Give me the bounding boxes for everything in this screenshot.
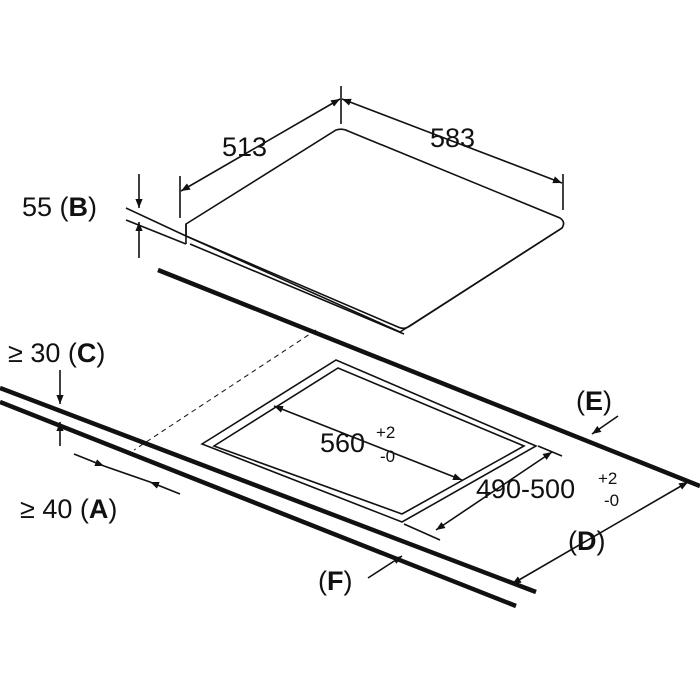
- worktop-hidden-edge: [133, 329, 317, 451]
- e-letter: E: [585, 386, 603, 416]
- dimension-e: (E): [576, 386, 619, 435]
- dimension-f: (F): [318, 555, 403, 596]
- dimension-width: 583: [341, 98, 564, 210]
- a-label: ≥ 40 (A): [20, 494, 117, 524]
- cutout-inner: [212, 367, 526, 515]
- cutout-width-tol-plus: +2: [376, 423, 395, 442]
- worktop: [0, 267, 700, 609]
- hob-top-surface: [185, 128, 565, 330]
- width-value: 583: [430, 123, 475, 153]
- depth-value: 513: [222, 132, 267, 162]
- dimension-a: ≥ 40 (A): [20, 453, 181, 524]
- height-letter: B: [69, 192, 89, 222]
- dimension-c: ≥ 30 (C): [8, 338, 105, 446]
- dimension-depth: 513: [179, 86, 342, 218]
- c-label: ≥ 30 (C): [8, 338, 105, 368]
- worktop-front-edge-bottom: [0, 399, 517, 609]
- cutout-width-tol-minus: -0: [380, 447, 395, 466]
- hob: [185, 128, 565, 335]
- f-letter: F: [327, 566, 344, 596]
- worktop-front-edge-top: [0, 385, 537, 595]
- cutout-depth-value: 490-500: [476, 474, 575, 504]
- dimension-d: (D): [511, 481, 689, 585]
- c-letter: C: [77, 338, 97, 368]
- worktop-rear-edge: [157, 267, 700, 489]
- cutout-width-value: 560: [320, 428, 365, 458]
- cutout-depth-tol-plus: +2: [598, 469, 617, 488]
- f-label: (F): [318, 566, 353, 596]
- dimension-height: 55 (B): [22, 174, 187, 258]
- d-label: (D): [568, 526, 606, 556]
- cutout: 560 +2 -0: [200, 359, 538, 523]
- hob-bottom-edge: [189, 243, 405, 335]
- cutout-depth-tol-minus: -0: [604, 491, 619, 510]
- e-label: (E): [576, 386, 612, 416]
- height-label: 55 (B): [22, 192, 97, 222]
- a-letter: A: [89, 494, 109, 524]
- d-letter: D: [577, 526, 597, 556]
- cutout-outer: [200, 359, 538, 523]
